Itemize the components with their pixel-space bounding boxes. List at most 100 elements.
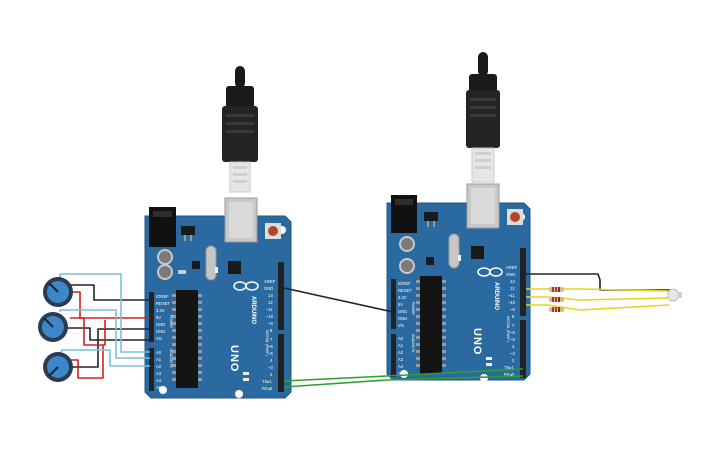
pin-label: 13 — [510, 279, 515, 284]
wire-lightblue[interactable] — [59, 349, 150, 367]
mounting-hole — [235, 390, 243, 398]
pin-label: 7 — [512, 323, 515, 328]
model-label: UNO — [228, 345, 240, 372]
power-section-label: POWER — [411, 302, 415, 315]
pin-label: A4 — [156, 378, 162, 383]
wire-black[interactable] — [62, 327, 150, 341]
arduino-infinity-logo — [233, 281, 259, 291]
analog-header — [149, 348, 154, 391]
led-icon[interactable] — [667, 288, 682, 302]
arduino-board-right[interactable]: ARDUINO UNO DIGITAL (PWM~) ANALOG IN POW… — [386, 183, 531, 382]
pin-label: A1 — [398, 343, 404, 348]
pin-label: 3.3V — [156, 308, 165, 313]
pin-label: 5V — [398, 302, 403, 307]
pin-label: A2 — [156, 364, 162, 369]
wire-yellow[interactable] — [526, 296, 670, 301]
status-led — [486, 357, 492, 360]
arduino-board-left[interactable]: ARDUINO UNO DIGITAL (PWM~) ANALOG IN POW… — [144, 197, 292, 399]
pin-label: AREF — [506, 265, 518, 270]
pin-label: AREF — [264, 279, 276, 284]
analog-section-label: ANALOG IN — [411, 334, 415, 353]
pin-label: RX◂0 — [504, 372, 515, 377]
wire-red[interactable] — [70, 345, 104, 379]
potentiometer-icon[interactable] — [38, 312, 68, 342]
analog-header — [391, 334, 396, 377]
usb-cable-right[interactable] — [466, 52, 500, 183]
pin-label: GND — [156, 322, 165, 327]
pin-label: A5 — [156, 385, 162, 390]
pin-label: RESET — [156, 301, 170, 306]
capacitor — [399, 258, 415, 274]
wire-black[interactable] — [526, 273, 676, 291]
wire-red[interactable] — [70, 291, 150, 319]
status-led — [458, 255, 461, 261]
digital-header-top — [278, 262, 284, 330]
status-led — [215, 267, 218, 273]
pin-label: IOREF — [156, 294, 169, 299]
potentiometer-icon[interactable] — [43, 277, 73, 307]
microcontroller-chip — [420, 276, 442, 374]
pin-label: 5V — [156, 315, 161, 320]
pin-label: 4 — [270, 358, 273, 363]
pin-label: GND — [156, 329, 165, 334]
crystal — [205, 245, 217, 281]
pin-label: 8 — [270, 328, 273, 333]
status-led — [243, 378, 249, 381]
pin-label: ~5 — [510, 337, 515, 342]
microcontroller-chip — [176, 290, 198, 388]
pin-label: TX▸1 — [504, 365, 514, 370]
digital-section-label: DIGITAL (PWM~) — [506, 316, 510, 342]
pin-label: ~10 — [508, 300, 516, 305]
resistor-icon[interactable] — [549, 307, 564, 312]
wire-lightblue[interactable] — [59, 273, 150, 353]
crystal — [448, 233, 460, 269]
wire-lightblue[interactable] — [59, 309, 150, 359]
pin-label: ~6 — [268, 344, 273, 349]
capacitor — [399, 236, 415, 252]
analog-section-label: ANALOG IN — [169, 349, 173, 368]
pin-label: GND — [506, 272, 515, 277]
pin-label: GND — [398, 309, 407, 314]
pin-label: Vin — [398, 323, 405, 328]
pin-label: A4 — [398, 364, 404, 369]
wire-yellow[interactable] — [526, 304, 670, 311]
pin-label: A3 — [398, 357, 404, 362]
capacitor — [157, 249, 173, 265]
wire-green[interactable] — [283, 368, 524, 382]
pin-label: 12 — [510, 286, 515, 291]
pin-label: RX◂0 — [262, 386, 273, 391]
pin-label: GND — [264, 286, 273, 291]
power-header — [149, 292, 154, 342]
pin-label: A5 — [398, 371, 404, 376]
resistor-icon[interactable] — [549, 287, 564, 292]
pin-label: 13 — [268, 293, 273, 298]
pin-label: 4 — [512, 344, 515, 349]
pin-label: TX▸1 — [262, 379, 272, 384]
status-led — [243, 372, 249, 375]
pin-label: ~5 — [268, 351, 273, 356]
pin-label: GND — [398, 316, 407, 321]
pin-label: 2 — [270, 372, 273, 377]
wire-black[interactable] — [283, 287, 394, 313]
wire-black[interactable] — [62, 284, 150, 301]
pin-label: A1 — [156, 357, 162, 362]
mounting-hole — [159, 386, 167, 394]
pin-label: IOREF — [398, 281, 411, 286]
wire-green[interactable] — [283, 375, 524, 388]
resistor-icon[interactable] — [549, 297, 564, 302]
wire-red[interactable] — [70, 317, 106, 346]
pin-label: 3.3V — [398, 295, 407, 300]
pin-label: ~10 — [266, 314, 274, 319]
pin-label: ~11 — [508, 293, 515, 298]
potentiometer-icon[interactable] — [43, 352, 73, 382]
usb-cable-left[interactable] — [222, 66, 258, 193]
pin-label: 12 — [268, 300, 273, 305]
pin-label: A0 — [156, 350, 162, 355]
digital-header-bottom — [520, 320, 526, 378]
power-section-label: POWER — [169, 315, 173, 328]
pin-label: ~3 — [510, 351, 515, 356]
pin-label: Vin — [156, 336, 163, 341]
brand-label: ARDUINO — [250, 296, 256, 324]
pin-label: ~11 — [266, 307, 273, 312]
